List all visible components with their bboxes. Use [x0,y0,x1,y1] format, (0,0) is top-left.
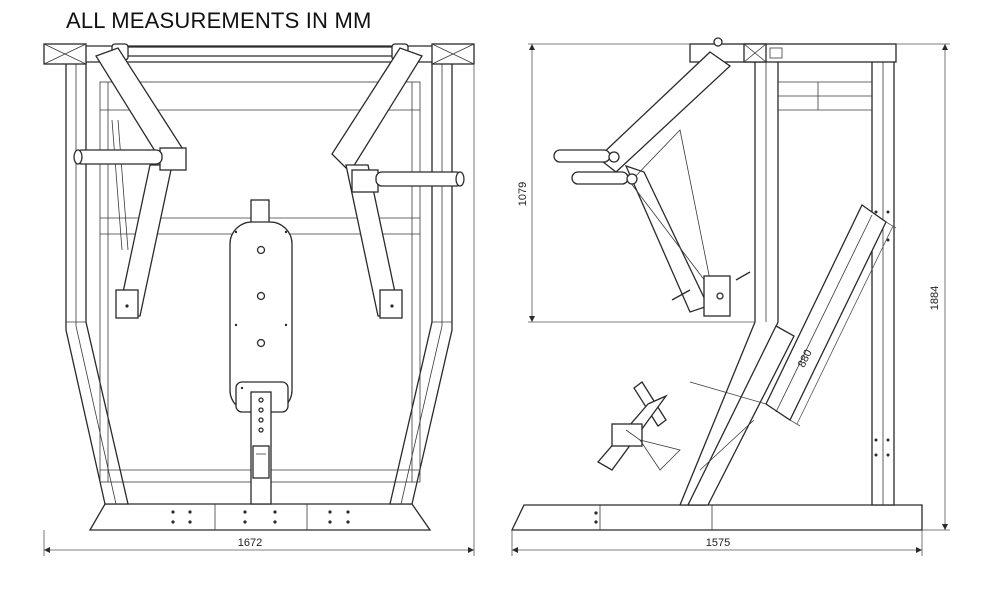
front-view [43,43,475,556]
front-base [88,503,432,531]
front-back-pad [229,199,293,413]
side-swing-arm [553,51,751,317]
side-seat-arm [596,381,681,471]
height-label: 1884 [929,286,941,310]
height-dimension [896,43,950,531]
front-right-arm [331,47,465,319]
drawing-title: ALL MEASUREMENTS IN MM [66,8,372,33]
front-left-arm [73,47,187,319]
front-width-label: 1672 [238,537,262,549]
side-depth-dimension [511,530,923,556]
arm-height-dimension [528,43,755,323]
side-frame [778,81,872,111]
side-base [510,504,923,531]
arm-height-label: 1079 [517,182,529,206]
side-view [510,37,950,556]
front-top-corners [43,43,475,65]
side-top-beam [689,37,897,63]
bench-length-dimension [789,221,897,427]
front-top-bar [111,43,409,61]
front-seat-post [250,391,272,505]
front-right-upright [389,61,453,505]
side-rear-upright [871,59,895,506]
side-bench-slide [686,204,887,506]
front-width-dimension [43,64,475,556]
side-depth-label: 1575 [706,537,730,549]
